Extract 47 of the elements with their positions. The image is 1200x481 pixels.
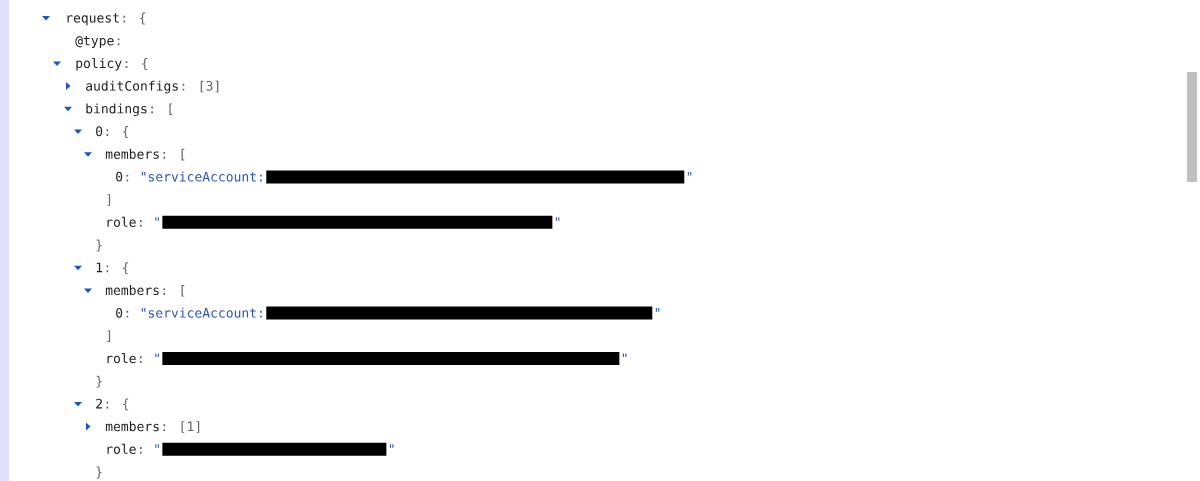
string-value: " <box>389 444 394 448</box>
json-key: role <box>107 216 136 227</box>
json-punctuation: : { <box>125 58 148 70</box>
json-key: members <box>105 148 159 159</box>
json-punctuation: ] <box>107 330 111 342</box>
json-key: request <box>67 13 119 26</box>
json-key: role <box>107 353 136 364</box>
json-punctuation: : { <box>106 126 129 139</box>
json-key: members <box>105 421 159 432</box>
json-punctuation: : { <box>106 262 129 275</box>
json-key: auditConfigs <box>86 80 178 94</box>
json-punctuation: } <box>96 466 102 479</box>
string-value: " <box>655 308 660 312</box>
json-key: bindings <box>86 103 147 117</box>
string-value: " <box>555 217 560 221</box>
json-key: 0 <box>96 126 103 137</box>
string-value: "serviceAccount: <box>141 171 262 182</box>
json-punctuation: : { <box>106 398 129 411</box>
json-punctuation: } <box>96 375 102 388</box>
json-punctuation: ] <box>107 194 111 206</box>
json-punctuation: : <box>117 38 120 46</box>
json-punctuation: : [3] <box>182 80 219 93</box>
string-value: " <box>155 353 159 358</box>
json-punctuation: : [ <box>163 285 185 297</box>
json-punctuation: : [ <box>163 148 185 161</box>
json-punctuation: : <box>140 220 142 227</box>
json-punctuation: : { <box>123 12 146 25</box>
json-punctuation: : [1] <box>163 421 200 433</box>
json-key: members <box>105 285 159 296</box>
json-key: 0 <box>116 171 123 182</box>
json-punctuation: : <box>140 356 142 363</box>
json-key: @type <box>75 36 114 48</box>
string-value: " <box>155 217 159 221</box>
json-punctuation: : [ <box>151 103 173 115</box>
json-key: policy <box>76 57 122 71</box>
json-key: role <box>107 443 136 454</box>
json-punctuation: : <box>126 174 129 182</box>
string-value: " <box>622 353 627 358</box>
string-value: " <box>155 444 159 448</box>
json-punctuation: } <box>96 239 102 252</box>
json-key: 0 <box>116 307 123 318</box>
json-key: 2 <box>96 398 102 409</box>
json-punctuation: : <box>126 310 129 318</box>
json-key: 1 <box>96 262 103 273</box>
string-value: "serviceAccount: <box>141 307 262 318</box>
json-punctuation: : <box>140 447 142 454</box>
string-value: " <box>687 171 692 176</box>
